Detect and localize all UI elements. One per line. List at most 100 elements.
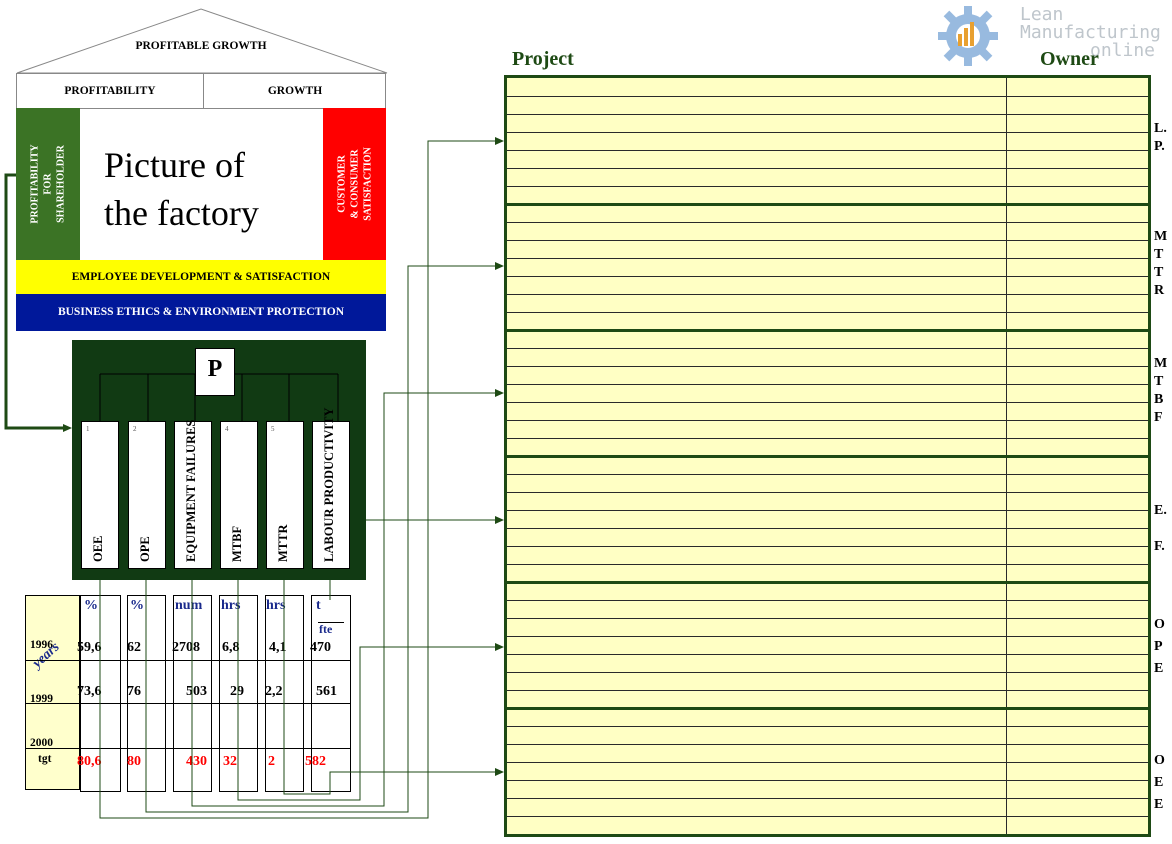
employee-bar: EMPLOYEE DEVELOPMENT & SATISFACTION	[16, 260, 386, 294]
kpi-number: 1	[86, 425, 90, 433]
cell: 62	[127, 640, 141, 655]
row-line	[25, 660, 351, 661]
grid-line	[507, 222, 1148, 223]
grid-line	[507, 132, 1148, 133]
group-label-ef: E. F.	[1154, 493, 1168, 565]
owner-header: Owner	[1040, 48, 1099, 70]
letter: E	[1154, 661, 1164, 676]
factory-picture-text: Picture of the factory	[104, 141, 259, 237]
years-column: 1996 1999 2000 tgt	[25, 595, 80, 790]
grid-line	[507, 420, 1148, 421]
unit: %	[130, 598, 144, 613]
letter: E	[1154, 797, 1164, 812]
connector-oee	[283, 580, 500, 795]
gear-logo-icon	[938, 6, 998, 66]
group-label-oee: O E E	[1154, 750, 1168, 816]
letter: F.	[1154, 539, 1165, 554]
grid-line	[507, 564, 1148, 565]
cell: 470	[310, 640, 331, 655]
grid-line	[507, 816, 1148, 817]
grid-line	[507, 672, 1148, 673]
year-1999: 1999	[30, 693, 53, 705]
year-2000: 2000	[30, 737, 53, 749]
connector-lp	[99, 140, 500, 819]
grid-line	[507, 114, 1148, 115]
grid-line	[507, 618, 1148, 619]
unit-sub: fte	[319, 622, 333, 636]
grid-line	[507, 510, 1148, 511]
cell: 2	[268, 754, 275, 769]
grid-line	[507, 726, 1148, 727]
grid-line	[507, 294, 1148, 295]
cell: 76	[127, 684, 141, 699]
grid-line	[507, 798, 1148, 799]
kpi-number: 4	[225, 425, 229, 433]
grid-line	[507, 312, 1148, 313]
cell: 6,8	[222, 640, 240, 655]
kpi-labour-productivity: LABOUR PRODUCTIVITY	[312, 407, 350, 569]
letter: T	[1154, 374, 1164, 389]
fraction-line	[318, 622, 344, 623]
grid-line	[507, 762, 1148, 763]
letter: P.	[1154, 139, 1165, 154]
kpi-mtbf: 4 MTBF	[220, 421, 258, 569]
grid-line	[507, 402, 1148, 403]
group-separator	[507, 329, 1148, 332]
group-separator	[507, 203, 1148, 206]
group-label-mtbf: M T B F	[1154, 355, 1168, 427]
letter: E	[1154, 775, 1164, 790]
arrow-mttr	[495, 262, 504, 270]
row-divider	[203, 74, 204, 108]
grid-line	[507, 546, 1148, 547]
picture-line: the factory	[104, 193, 259, 233]
year-1996: 1996	[30, 639, 53, 651]
cell: 503	[186, 684, 207, 699]
cell: 80	[127, 754, 141, 769]
grid-line	[507, 276, 1148, 277]
cell: 32	[223, 754, 237, 769]
cell: 4,1	[269, 640, 287, 655]
ethics-bar: BUSINESS ETHICS & ENVIRONMENT PROTECTION	[16, 294, 386, 331]
kpi-ope: 2 OPE	[128, 421, 166, 569]
profitability-label: PROFITABILITY	[64, 85, 156, 97]
letter: E.	[1154, 503, 1167, 518]
group-separator	[507, 581, 1148, 584]
row-line	[25, 748, 351, 749]
grid-line	[507, 492, 1148, 493]
grid-line	[507, 474, 1148, 475]
letter: P	[1154, 639, 1163, 654]
letter: O	[1154, 753, 1165, 768]
cell: 430	[186, 754, 207, 769]
left-loop-line	[4, 173, 68, 430]
p-label: P	[195, 348, 235, 396]
grid-line	[507, 150, 1148, 151]
grid-line	[507, 780, 1148, 781]
customer-pillar: CUSTOMER & CONSUMER SATISFACTION	[323, 108, 386, 260]
grid-line	[507, 600, 1148, 601]
letter: T	[1154, 247, 1164, 262]
grid-line	[507, 366, 1148, 367]
year-tgt: tgt	[38, 753, 52, 765]
group-label-mttr: M T T R	[1154, 228, 1168, 300]
logo-line1: Lean	[1020, 4, 1064, 25]
arrow-mtbf	[495, 389, 504, 397]
col-labour	[311, 595, 351, 792]
connector-mtbf	[191, 392, 500, 807]
logo-line3: online	[1090, 40, 1156, 61]
logo-line2: Manufacturing	[1020, 22, 1161, 43]
grid-line	[507, 636, 1148, 637]
cell: 561	[316, 684, 337, 699]
connector-ope	[237, 580, 500, 801]
grid-line	[507, 96, 1148, 97]
grid-line	[507, 186, 1148, 187]
grid-line	[507, 438, 1148, 439]
letter: R	[1154, 283, 1165, 298]
picture-line: Picture of	[104, 145, 245, 185]
left-loop-arrow	[63, 424, 72, 432]
shareholder-pillar: PROFITABILITY FOR SHAREHOLDER	[16, 108, 80, 260]
letter: F	[1154, 410, 1163, 425]
growth-label: GROWTH	[267, 85, 323, 97]
grid-line	[507, 654, 1148, 655]
kpi-equipment-failures: EQUIPMENT FAILURES	[174, 420, 212, 569]
